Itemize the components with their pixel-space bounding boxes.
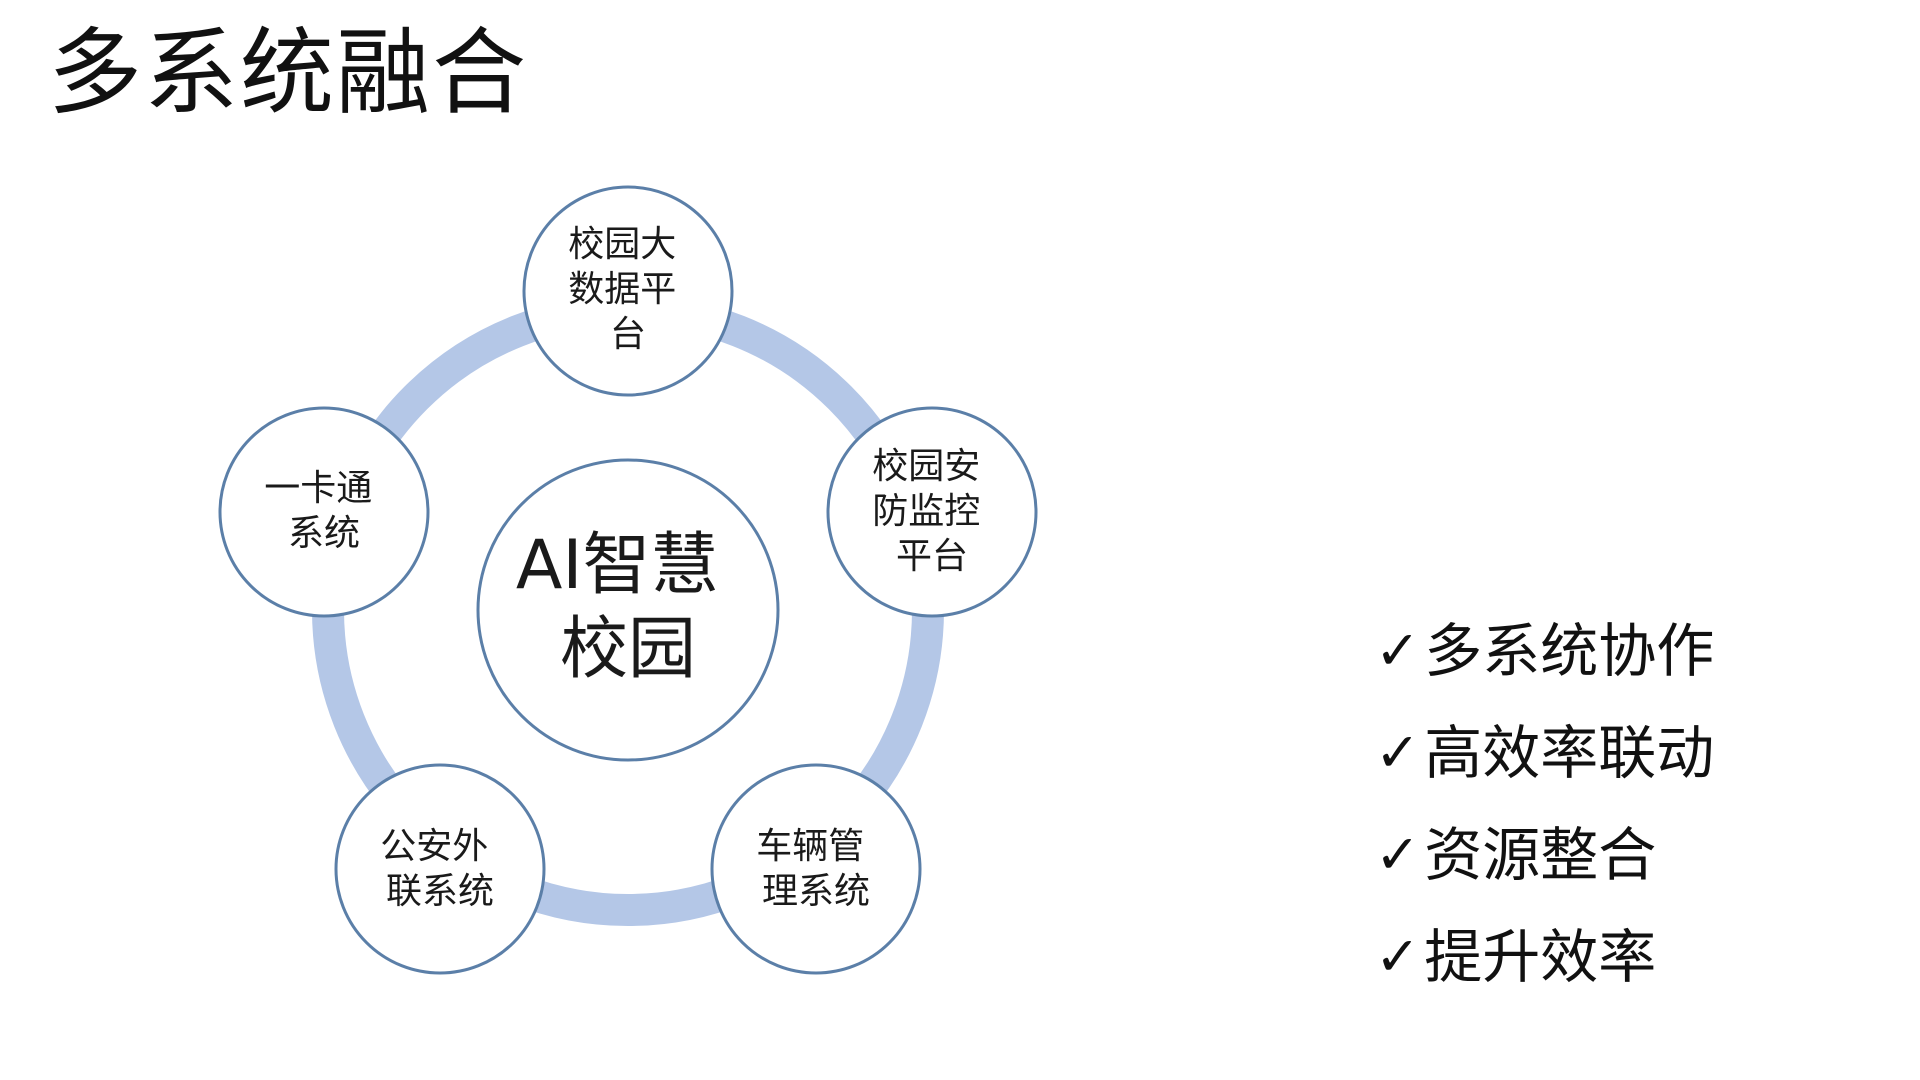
benefit-item: ✓ 高效率联动 (1375, 702, 1714, 804)
svg-text:车辆管 理系统: 车辆管 理系统 (756, 826, 875, 912)
node-campus-card-system: 一卡通 系统 (218, 406, 430, 618)
benefit-label: 多系统协作 (1424, 617, 1715, 685)
svg-text:公安外 联系统: 公安外 联系统 (380, 826, 499, 912)
check-icon: ✓ (1375, 925, 1421, 988)
svg-text:AI智慧 校园: AI智慧 校园 (516, 526, 740, 689)
benefit-label: 提升效率 (1424, 923, 1657, 991)
benefit-item: ✓ 资源整合 (1375, 804, 1714, 906)
check-icon: ✓ (1375, 619, 1421, 682)
center-node: AI智慧 校园 (476, 458, 780, 762)
svg-text:一卡通 系统: 一卡通 系统 (264, 468, 383, 554)
svg-text:校园安 防监控 平台: 校园安 防监控 平台 (872, 446, 991, 577)
node-campus-security-platform: 校园安 防监控 平台 (826, 406, 1038, 618)
benefit-label: 高效率联动 (1424, 719, 1715, 787)
benefit-list: ✓ 多系统协作 ✓ 高效率联动 ✓ 资源整合 ✓ 提升效率 (1375, 600, 1714, 1008)
check-icon: ✓ (1375, 721, 1421, 784)
benefit-item: ✓ 多系统协作 (1375, 600, 1714, 702)
check-icon: ✓ (1375, 823, 1421, 886)
center-label-line-1: AI智慧 (516, 526, 719, 605)
benefit-label: 资源整合 (1424, 821, 1657, 889)
page-title: 多系统融合 (48, 19, 529, 128)
node-police-liaison-system: 公安外 联系统 (334, 763, 546, 975)
benefit-item: ✓ 提升效率 (1375, 906, 1714, 1008)
node-vehicle-management-system: 车辆管 理系统 (710, 763, 922, 975)
svg-text:校园大 数据平 台: 校园大 数据平 台 (568, 224, 687, 355)
center-label-line-2: 校园 (560, 610, 696, 689)
node-big-data-platform: 校园大 数据平 台 (522, 185, 734, 397)
